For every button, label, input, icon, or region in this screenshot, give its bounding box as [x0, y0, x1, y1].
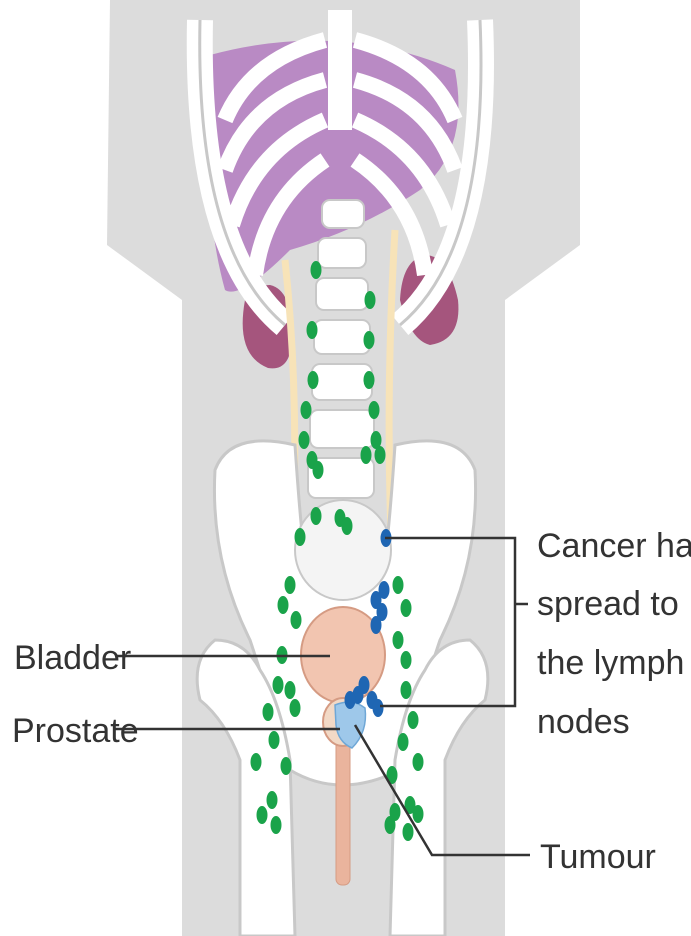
spread-label-line4: nodes: [537, 703, 630, 741]
spread-label-line1: Cancer has: [537, 527, 691, 565]
lymph-node-healthy: [285, 576, 296, 594]
lymph-node-healthy: [401, 651, 412, 669]
tumour-label: Tumour: [540, 838, 656, 876]
prostate-label: Prostate: [12, 712, 139, 750]
lymph-node-healthy: [251, 753, 262, 771]
lymph-node-healthy: [295, 528, 306, 546]
lymph-node-healthy: [361, 446, 372, 464]
lymph-node-healthy: [269, 731, 280, 749]
lymph-node-healthy: [375, 446, 386, 464]
lymph-node-healthy: [271, 816, 282, 834]
bladder-label: Bladder: [14, 639, 131, 677]
lymph-node-healthy: [413, 805, 424, 823]
lymph-node-cancer: [371, 616, 382, 634]
lymph-node-healthy: [364, 331, 375, 349]
lymph-node-healthy: [393, 631, 404, 649]
lymph-node-healthy: [307, 321, 318, 339]
urethra: [336, 740, 350, 885]
lymph-node-healthy: [398, 733, 409, 751]
lymph-node-healthy: [267, 791, 278, 809]
lymph-node-healthy: [408, 711, 419, 729]
lymph-node-healthy: [365, 291, 376, 309]
lymph-node-healthy: [281, 757, 292, 775]
lymph-node-healthy: [273, 676, 284, 694]
lymph-node-healthy: [403, 823, 414, 841]
lymph-node-healthy: [308, 371, 319, 389]
lymph-node-cancer: [373, 699, 384, 717]
lymph-node-healthy: [311, 507, 322, 525]
lymph-node-healthy: [401, 599, 412, 617]
lymph-node-healthy: [263, 703, 274, 721]
lymph-node-healthy: [285, 681, 296, 699]
lymph-node-healthy: [299, 431, 310, 449]
lymph-node-healthy: [342, 517, 353, 535]
lymph-node-healthy: [313, 461, 324, 479]
lymph-node-healthy: [393, 576, 404, 594]
lymph-node-healthy: [364, 371, 375, 389]
lymph-node-healthy: [413, 753, 424, 771]
lymph-node-healthy: [291, 611, 302, 629]
lymph-node-healthy: [257, 806, 268, 824]
lymph-node-healthy: [301, 401, 312, 419]
lymph-node-healthy: [385, 816, 396, 834]
lymph-node-healthy: [369, 401, 380, 419]
spread-label-line2: spread to: [537, 585, 679, 623]
lymph-node-healthy: [290, 699, 301, 717]
lymph-node-cancer: [345, 691, 356, 709]
lymph-node-healthy: [401, 681, 412, 699]
spread-label-line3: the lymph: [537, 644, 684, 682]
lymph-node-healthy: [278, 596, 289, 614]
lymph-node-healthy: [311, 261, 322, 279]
